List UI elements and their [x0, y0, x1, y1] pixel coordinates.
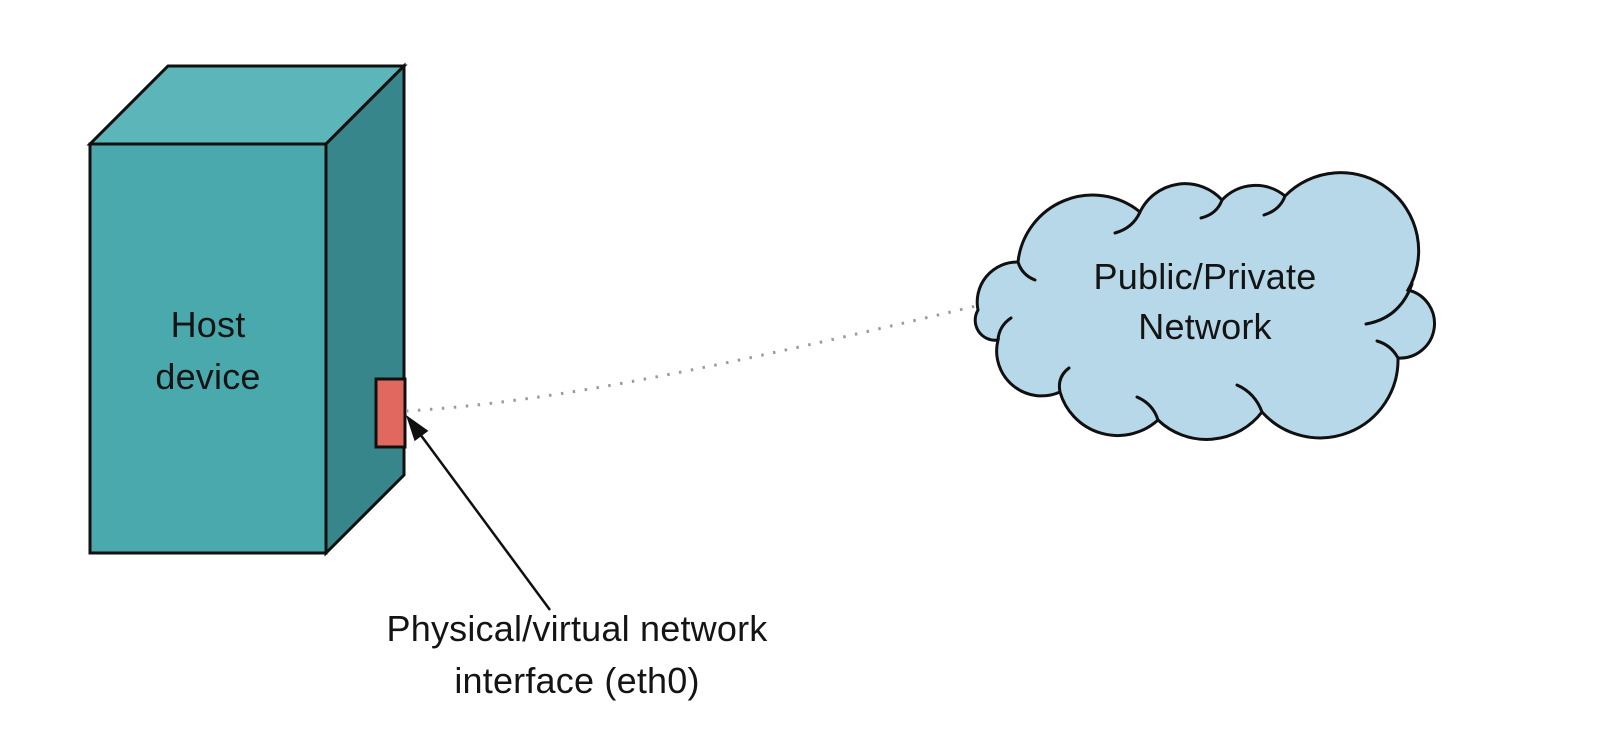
host-device-box — [86, 62, 408, 557]
host-device-label: Host device — [155, 304, 261, 397]
interface-pointer-arrow — [406, 415, 552, 611]
network-interface-port — [374, 377, 407, 449]
box-side-face — [324, 62, 406, 557]
cloud-shape — [973, 171, 1436, 441]
arrow-head — [406, 415, 429, 442]
network-cloud-label: Public/Private Network — [1093, 256, 1317, 347]
box-front-face — [88, 142, 328, 555]
network-cloud — [973, 171, 1436, 441]
connection-dotted-line — [405, 304, 977, 413]
cloud-arc-hooks — [996, 194, 1414, 422]
arrow-shaft — [418, 433, 552, 611]
interface-annotation-label: Physical/virtual network interface (eth0… — [386, 608, 768, 701]
